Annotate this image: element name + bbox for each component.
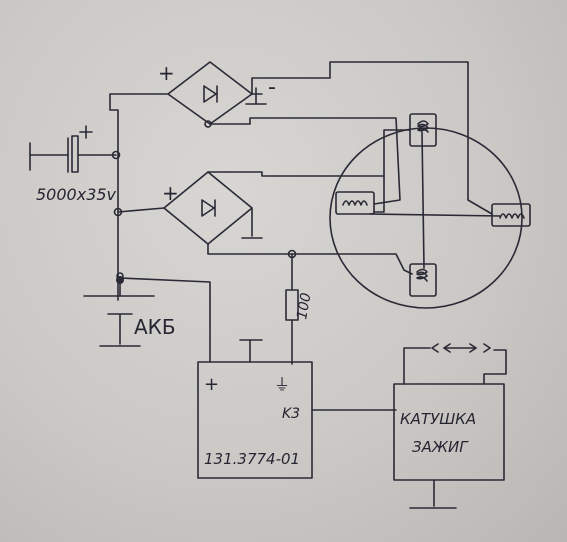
capacitor-label: 5000x35v: [36, 185, 117, 204]
module-plus-label: +: [204, 374, 219, 395]
battery: АКБ: [83, 279, 176, 347]
winding-right: [491, 203, 531, 227]
stator-wires: [207, 61, 493, 275]
bridge-top-diamond: [167, 61, 253, 125]
bridge-top-plus-label: +: [158, 61, 175, 85]
bridge-top-minus-label: -: [268, 75, 276, 100]
winding-bottom-coil-icon: [416, 268, 428, 282]
wire-bridge-bottom-to-bottom-winding: [207, 243, 413, 275]
winding-left: [335, 191, 375, 215]
positive-bus: [109, 93, 169, 301]
capacitor: 5000x35v: [29, 125, 117, 204]
wire-top-winding-link: [383, 129, 411, 177]
positive-bus-wire: [109, 93, 169, 301]
battery-label: АКБ: [134, 315, 176, 339]
bridge-bottom-diode-icon: [201, 199, 216, 217]
stator-vertical-axis: [421, 131, 425, 269]
stator-circle: [329, 127, 523, 309]
wire-battery-to-module: [119, 277, 211, 363]
spark-gap-arrow-right: [483, 343, 491, 353]
wire-bridge-top-to-left-winding: [209, 117, 401, 205]
bridge-top-diode-icon: [203, 85, 218, 103]
ignition-coil: КАТУШКА ЗАЖИГ: [311, 343, 507, 509]
winding-left-coil-icon: [342, 200, 368, 206]
coil-label-line2: ЗАЖИГ: [412, 438, 469, 456]
winding-right-box: [491, 203, 531, 227]
stator-assembly: [329, 113, 531, 309]
winding-left-box: [335, 191, 375, 215]
spark-gap-arrow-left: [431, 343, 439, 353]
bridge-bottom-plus-label: +: [162, 181, 179, 205]
resistor-label: 100: [294, 292, 314, 321]
bus-to-bridge-bottom: [117, 207, 165, 213]
coil-label-line1: КАТУШКА: [400, 410, 476, 428]
rectifier-bridge-top: + -: [158, 61, 276, 128]
winding-right-coil-icon: [499, 213, 525, 219]
wire-bridge-bottom-to-left-winding: [207, 171, 385, 213]
winding-bottom-box: [409, 263, 437, 297]
capacitor-plate-right: [71, 135, 79, 173]
ignition-module-box: [197, 361, 313, 479]
resistor: 100: [285, 253, 315, 365]
junction-bridge-bottom: [113, 207, 123, 217]
wire-bridge-top-to-right-winding: [251, 61, 493, 215]
winding-top-coil-icon: [417, 120, 429, 133]
module-ground-icon: ⏚: [274, 375, 290, 394]
spark-gap-double-arrow: [443, 343, 477, 353]
ignition-module: + ⏚ K3 131.3774-01: [119, 277, 313, 479]
ignition-coil-box: [393, 383, 505, 481]
winding-top: [409, 113, 437, 147]
module-k3-label: K3: [282, 406, 300, 422]
rectifier-bridge-bottom: +: [162, 171, 263, 245]
stator-horizontal-axis: [369, 213, 501, 217]
winding-bottom: [409, 263, 437, 297]
module-part-number: 131.3774-01: [204, 450, 300, 468]
